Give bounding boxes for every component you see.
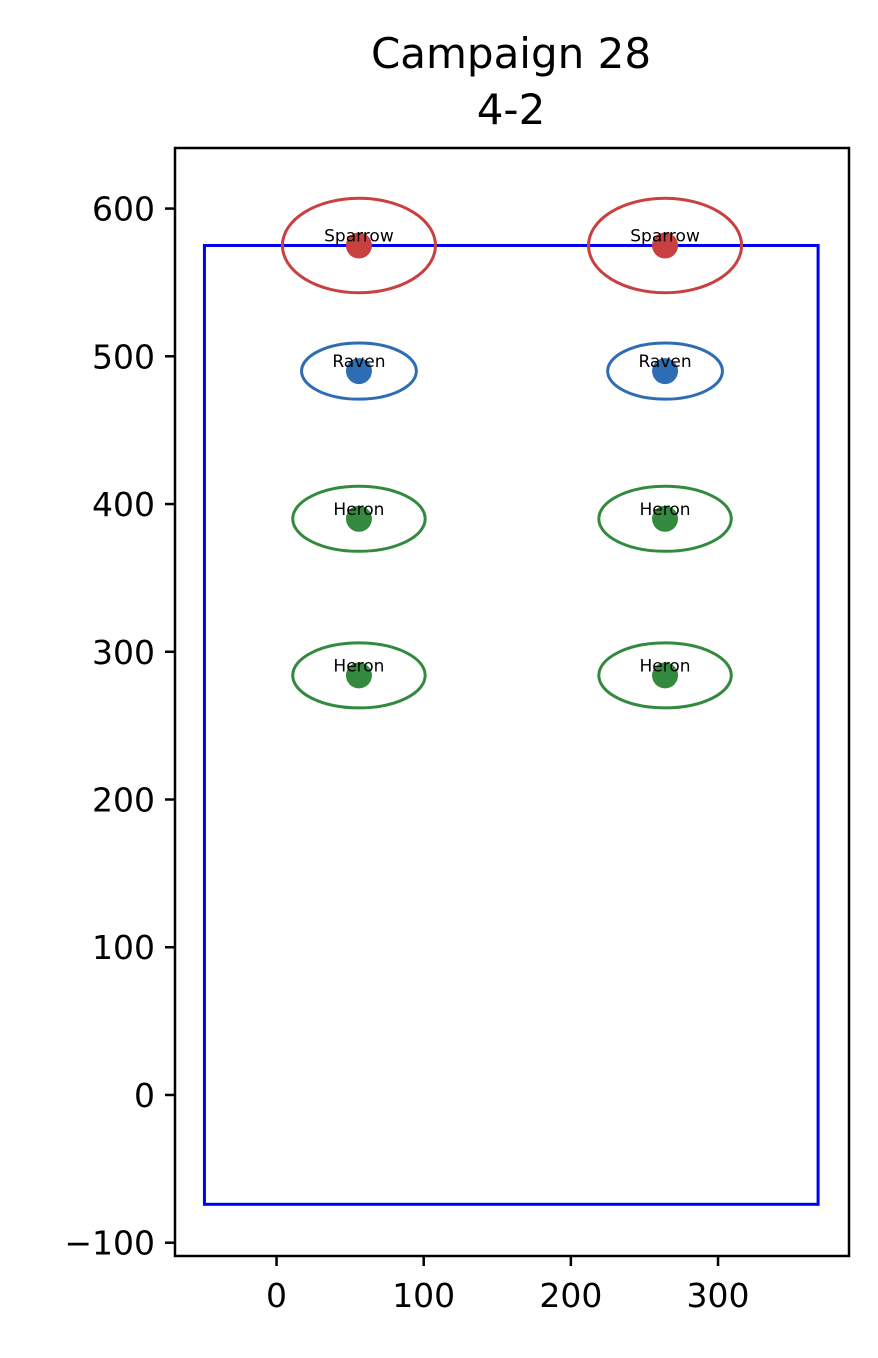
data-point-0 bbox=[345, 232, 372, 259]
y-tick-label-6: 500 bbox=[92, 337, 155, 376]
point-label-0: Sparrow bbox=[324, 227, 394, 247]
y-tick-label-0: −100 bbox=[64, 1224, 155, 1263]
x-tick-label-0: 0 bbox=[266, 1276, 287, 1315]
data-point-3 bbox=[652, 358, 679, 385]
data-point-1 bbox=[652, 232, 679, 259]
y-tick-label-7: 600 bbox=[92, 190, 155, 229]
data-point-2 bbox=[345, 358, 372, 385]
point-label-7: Heron bbox=[640, 656, 691, 676]
boundary-rect bbox=[202, 244, 820, 1206]
y-tick-label-3: 200 bbox=[92, 781, 155, 820]
range-ellipse-7 bbox=[597, 641, 733, 710]
axes: 0 100 200 300 −100 0 100 200 300 400 500 600 bbox=[64, 146, 851, 1315]
point-label-5: Heron bbox=[640, 500, 691, 520]
range-ellipse-4 bbox=[291, 484, 427, 553]
y-tick-label-5: 400 bbox=[92, 485, 155, 524]
x-tick-label-2: 200 bbox=[539, 1276, 602, 1315]
data-point-4 bbox=[345, 505, 372, 532]
point-label-4: Heron bbox=[333, 500, 384, 520]
x-tick-label-3: 300 bbox=[687, 1276, 750, 1315]
point-label-2: Raven bbox=[332, 352, 385, 372]
y-tick-label-2: 100 bbox=[92, 928, 155, 967]
point-label-1: Sparrow bbox=[630, 227, 700, 247]
chart-title-line-2: 4-2 bbox=[477, 85, 546, 134]
range-ellipse-2 bbox=[300, 341, 418, 401]
range-ellipse-3 bbox=[606, 341, 724, 401]
data-point-7 bbox=[652, 662, 679, 689]
axes-frame bbox=[173, 146, 851, 1258]
range-ellipse-0 bbox=[280, 196, 437, 295]
x-tick-label-1: 100 bbox=[392, 1276, 455, 1315]
range-ellipse-5 bbox=[597, 484, 733, 553]
point-label-6: Heron bbox=[333, 656, 384, 676]
point-label-3: Raven bbox=[638, 352, 691, 372]
range-ellipse-1 bbox=[587, 196, 744, 295]
chart-title-line-1: Campaign 28 bbox=[371, 29, 651, 78]
y-tick-label-4: 300 bbox=[92, 633, 155, 672]
data-point-5 bbox=[652, 505, 679, 532]
data-point-6 bbox=[345, 662, 372, 689]
y-tick-label-1: 0 bbox=[134, 1076, 155, 1115]
range-ellipse-6 bbox=[291, 641, 427, 710]
